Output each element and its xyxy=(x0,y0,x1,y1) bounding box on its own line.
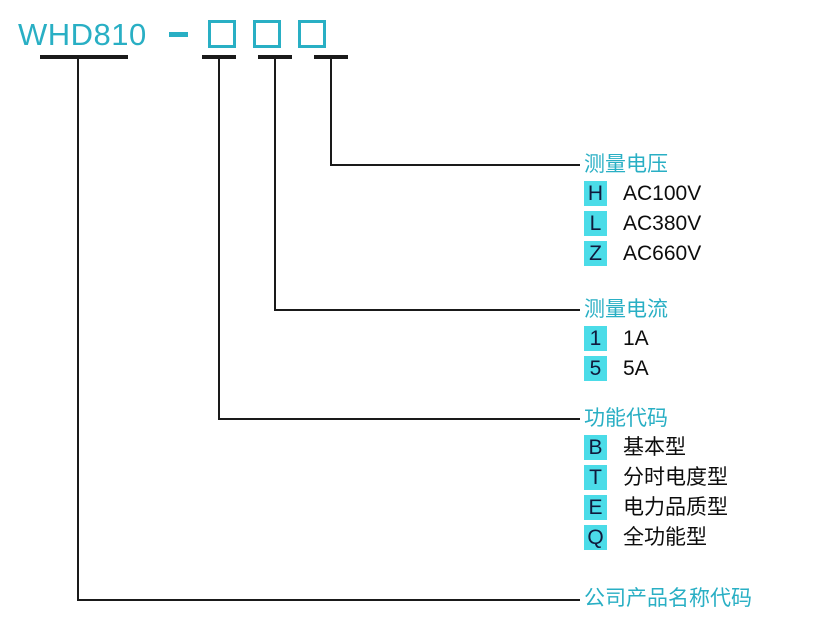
option-code-badge: B xyxy=(584,434,607,460)
option-code-badge: E xyxy=(584,494,607,520)
section-measured-voltage: 测量电压 H AC100V L AC380V Z AC660V xyxy=(584,152,701,268)
section-title-function-code: 功能代码 xyxy=(584,407,668,430)
option-label: AC100V xyxy=(623,181,702,205)
option-code-badge: Q xyxy=(584,524,607,550)
option-label: 分时电度型 xyxy=(623,465,728,489)
slot-box-function-code xyxy=(207,20,236,48)
leader-company-product-name-code xyxy=(77,57,580,601)
option-label: 电力品质型 xyxy=(623,495,728,519)
option-code-badge: T xyxy=(584,464,607,490)
leader-measured-voltage xyxy=(330,57,580,166)
slot-box-measured-voltage xyxy=(297,20,326,48)
dash-separator-icon xyxy=(168,31,188,37)
option-row: B 基本型 xyxy=(584,432,728,462)
option-row: T 分时电度型 xyxy=(584,462,728,492)
option-label: AC380V xyxy=(623,211,702,235)
section-title-measured-current: 测量电流 xyxy=(584,298,668,321)
option-row: H AC100V xyxy=(584,178,701,208)
option-label: AC660V xyxy=(623,241,702,265)
option-label: 全功能型 xyxy=(623,525,707,549)
slot-box-measured-current xyxy=(252,20,281,48)
option-row: E 电力品质型 xyxy=(584,492,728,522)
option-code-badge: 1 xyxy=(584,325,607,351)
option-code-badge: H xyxy=(584,180,607,206)
model-name: WHD810 xyxy=(18,16,147,52)
option-row: L AC380V xyxy=(584,208,701,238)
option-row: Z AC660V xyxy=(584,238,701,268)
option-label: 基本型 xyxy=(623,435,686,459)
leader-function-code xyxy=(218,57,580,420)
option-code-badge: 5 xyxy=(584,355,607,381)
model-string: WHD810 xyxy=(18,10,343,58)
option-label: 1A xyxy=(623,326,649,350)
option-row: 5 5A xyxy=(584,353,668,383)
section-title-measured-voltage: 测量电压 xyxy=(584,153,668,176)
section-measured-current: 测量电流 1 1A 5 5A xyxy=(584,297,668,383)
option-code-badge: Z xyxy=(584,240,607,266)
option-row: 1 1A xyxy=(584,323,668,353)
section-function-code: 功能代码 B 基本型 T 分时电度型 E 电力品质型 Q 全功能型 xyxy=(584,406,728,552)
option-label: 5A xyxy=(623,356,649,380)
section-title-company-product-name-code: 公司产品名称代码 xyxy=(584,587,752,610)
leader-measured-current xyxy=(274,57,580,311)
option-row: Q 全功能型 xyxy=(584,522,728,552)
option-code-badge: L xyxy=(584,210,607,236)
